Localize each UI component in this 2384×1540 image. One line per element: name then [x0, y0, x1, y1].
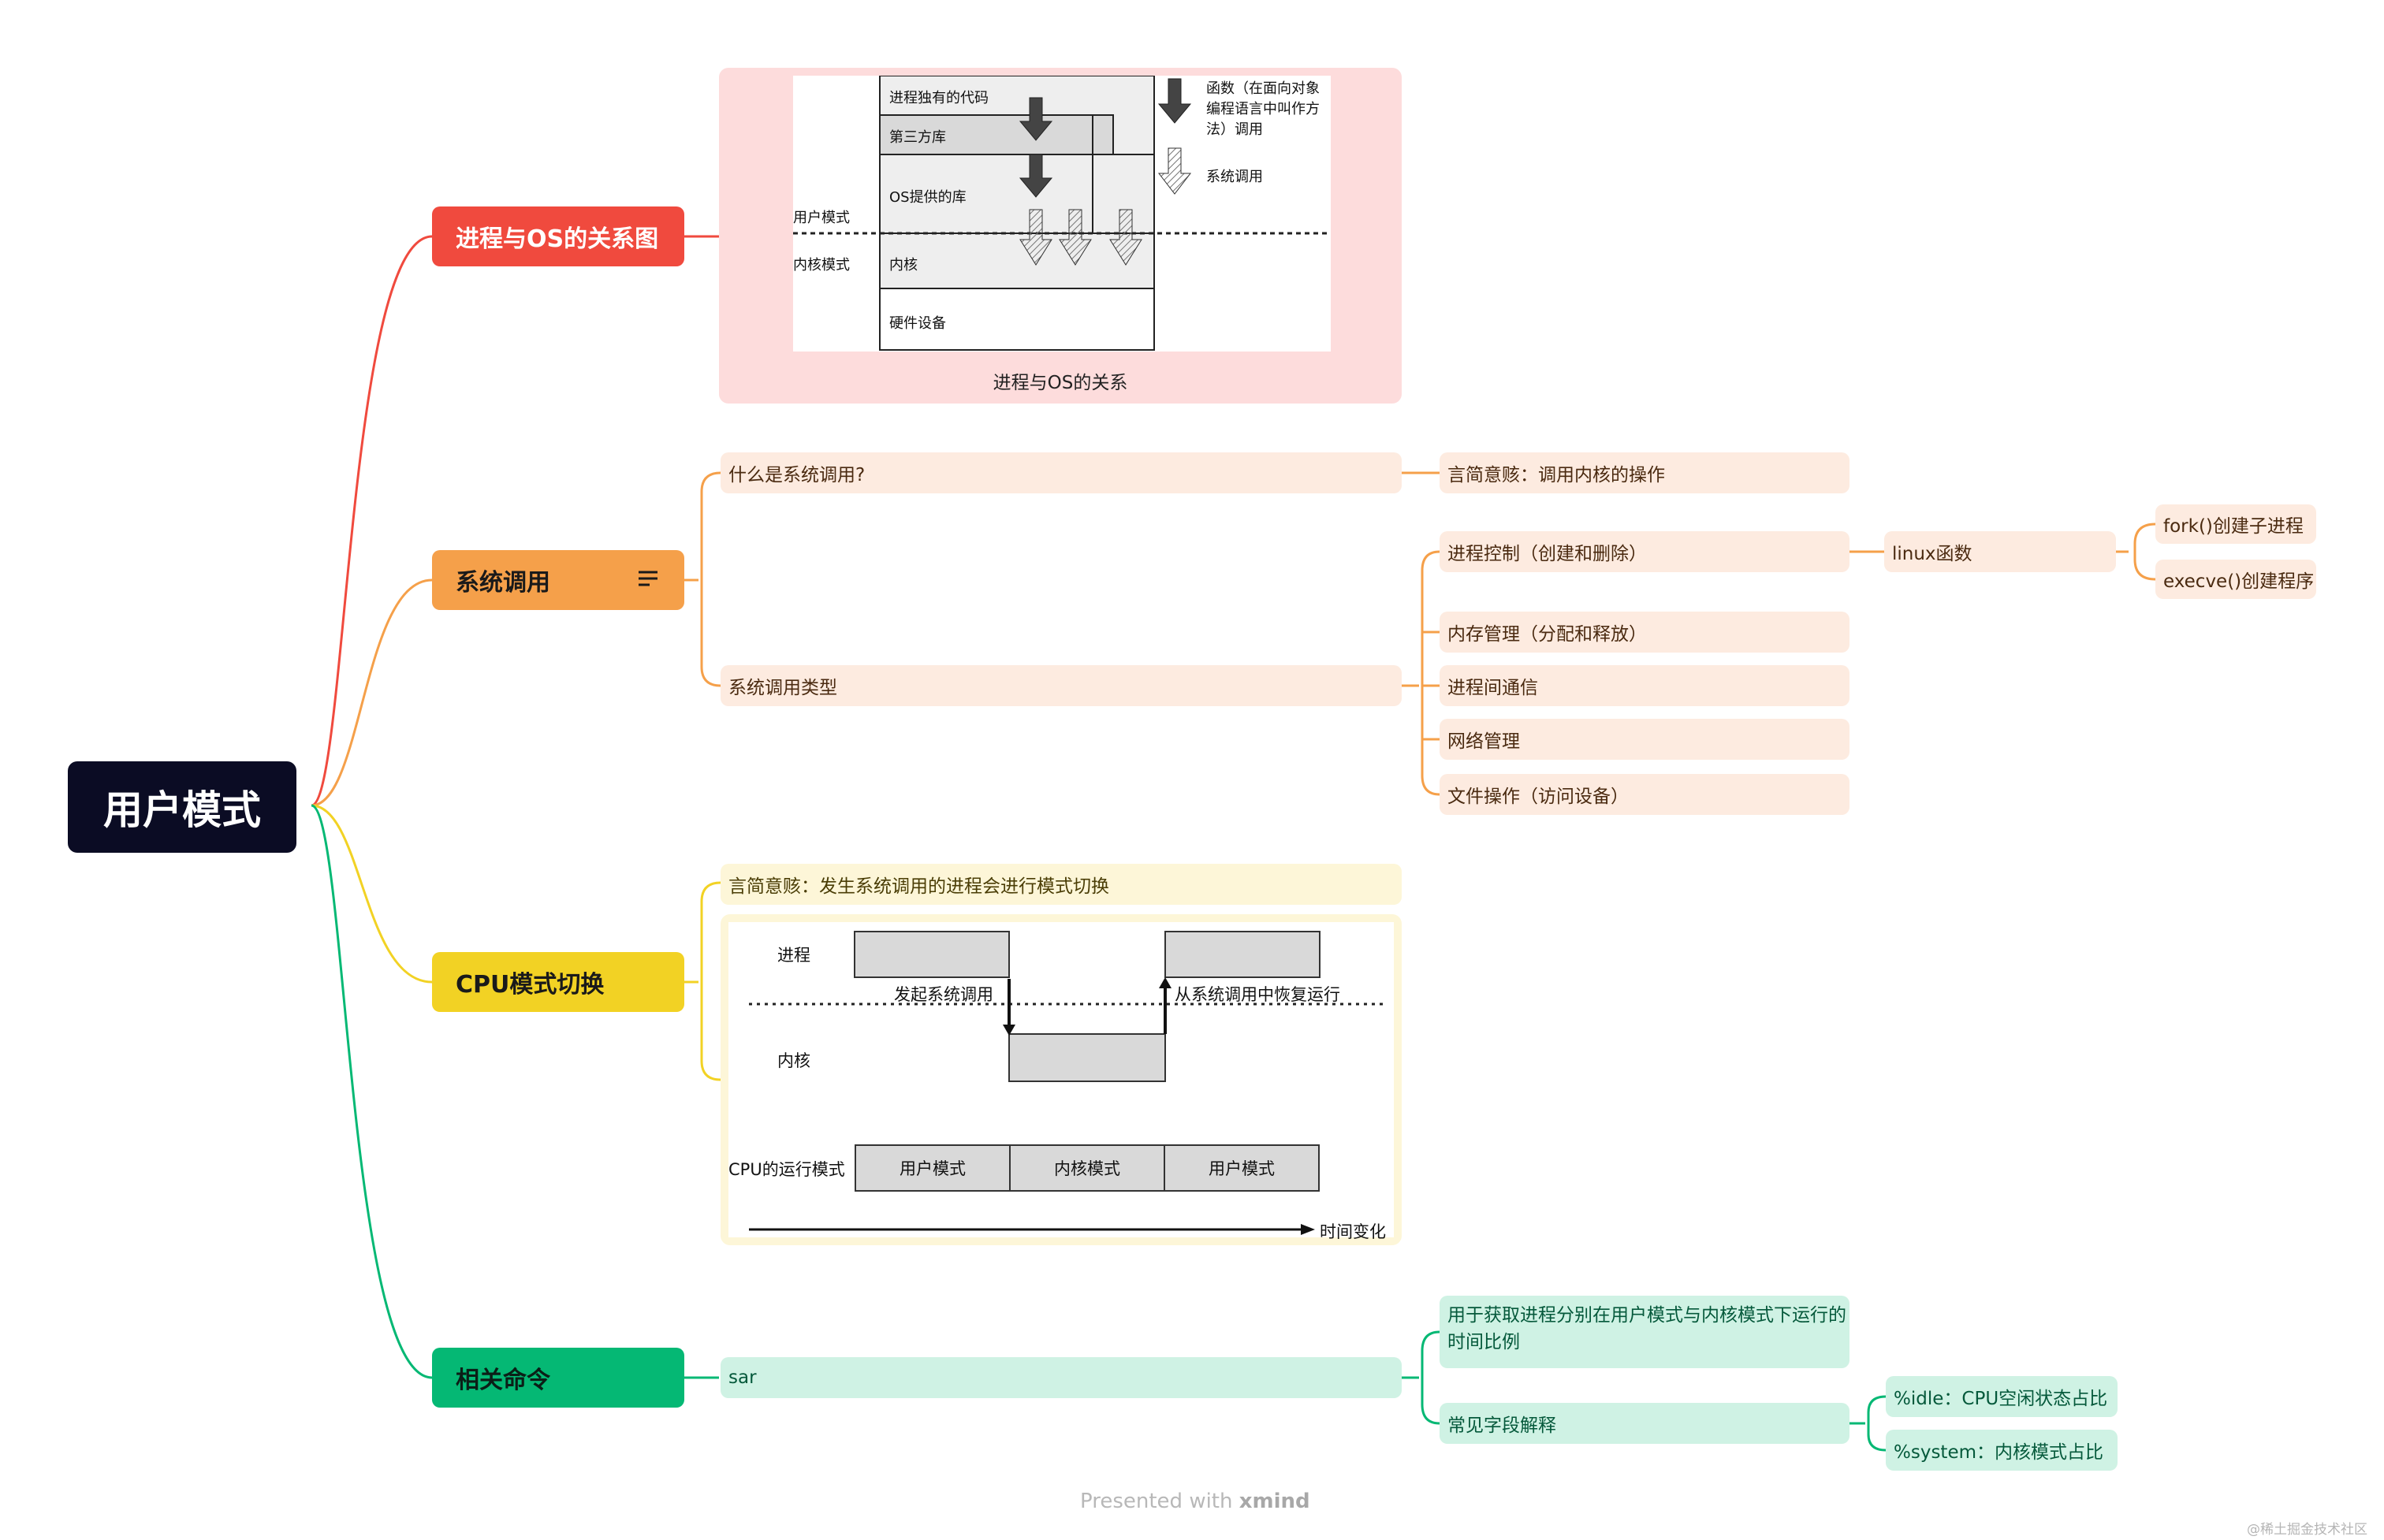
layer-os-lib: OS提供的库 — [889, 189, 967, 206]
label-user-mode: 用户模式 — [793, 210, 850, 226]
presented-text: Presented with — [1080, 1490, 1233, 1513]
legend-call-1: 函数（在面向对象 — [1206, 80, 1320, 97]
branch-syscall-label: 系统调用 — [456, 569, 550, 597]
label-process: 进程 — [777, 946, 810, 965]
legend-call-3: 法）调用 — [1206, 121, 1263, 138]
root-node[interactable]: 用户模式 — [68, 761, 296, 853]
label-time: 时间变化 — [1320, 1222, 1386, 1241]
node-execve[interactable]: execve()创建程序 — [2155, 560, 2316, 599]
node-linux-functions[interactable]: linux函数 — [1884, 531, 2116, 572]
node-type-process-control[interactable]: 进程控制（创建和删除） — [1440, 531, 1849, 572]
node-syscall-types[interactable]: 系统调用类型 — [721, 665, 1402, 706]
os-figure-frame[interactable]: 进程独有的代码 第三方库 OS提供的库 内核 硬件设备 用户模式 内核模式 函数… — [719, 68, 1402, 404]
node-type-network[interactable]: 网络管理 — [1440, 719, 1849, 760]
mode-cell-user-2: 用户模式 — [1164, 1144, 1320, 1192]
cpu-figure-graphics — [749, 931, 1388, 1235]
node-what-is-syscall[interactable]: 什么是系统调用? — [721, 452, 1402, 493]
os-figure: 进程独有的代码 第三方库 OS提供的库 内核 硬件设备 用户模式 内核模式 函数… — [793, 76, 1331, 352]
legend-syscall: 系统调用 — [1206, 169, 1263, 185]
node-syscall-answer[interactable]: 言简意赅：调用内核的操作 — [1440, 452, 1849, 493]
branch-cpu-label: CPU模式切换 — [456, 971, 605, 999]
label-cpu-mode: CPU的运行模式 — [728, 1160, 845, 1179]
branch-cpu-node[interactable]: CPU模式切换 — [432, 952, 684, 1012]
cpu-figure: 进程 内核 发起系统调用 从系统调用中恢复运行 CPU的运行模式 用户模式 内核… — [728, 922, 1394, 1241]
branch-cmd-node[interactable]: 相关命令 — [432, 1348, 684, 1408]
node-common-fields[interactable]: 常见字段解释 — [1440, 1403, 1849, 1444]
node-field-idle[interactable]: %idle：CPU空闲状态占比 — [1886, 1376, 2118, 1417]
root-label: 用户模式 — [103, 787, 261, 833]
xmind-brand: xmind — [1239, 1490, 1310, 1513]
watermark: @稀土掘金技术社区 — [2247, 1522, 2367, 1538]
mode-cell-user-1: 用户模式 — [855, 1144, 1011, 1192]
layer-third-party: 第三方库 — [889, 129, 946, 146]
layer-own-code: 进程独有的代码 — [889, 90, 989, 106]
legend-call-2: 编程语言中叫作方 — [1206, 101, 1320, 117]
node-fork[interactable]: fork()创建子进程 — [2155, 504, 2316, 544]
node-type-ipc[interactable]: 进程间通信 — [1440, 665, 1849, 706]
node-field-system[interactable]: %system：内核模式占比 — [1886, 1430, 2118, 1471]
label-issue-syscall: 发起系统调用 — [894, 985, 993, 1004]
notes-icon[interactable] — [637, 567, 659, 596]
branch-syscall-node[interactable]: 系统调用 — [432, 550, 684, 610]
os-figure-caption: 进程与OS的关系 — [993, 373, 1128, 393]
label-kernel-mode: 内核模式 — [793, 257, 850, 273]
node-sar[interactable]: sar — [721, 1357, 1402, 1398]
cpu-figure-frame[interactable]: 进程 内核 发起系统调用 从系统调用中恢复运行 CPU的运行模式 用户模式 内核… — [721, 914, 1402, 1245]
branch-os-node[interactable]: 进程与OS的关系图 — [432, 206, 684, 266]
label-resume: 从系统调用中恢复运行 — [1175, 985, 1340, 1004]
layer-kernel: 内核 — [889, 257, 918, 273]
branch-os-label: 进程与OS的关系图 — [456, 225, 659, 253]
presented-with: Presented with xmind — [1080, 1490, 1310, 1513]
node-type-memory[interactable]: 内存管理（分配和释放） — [1440, 612, 1849, 653]
os-figure-graphics — [793, 76, 1331, 351]
node-cpu-summary[interactable]: 言简意赅：发生系统调用的进程会进行模式切换 — [721, 864, 1402, 905]
branch-cmd-label: 相关命令 — [456, 1367, 550, 1394]
node-type-file[interactable]: 文件操作（访问设备） — [1440, 774, 1849, 815]
layer-hardware: 硬件设备 — [889, 315, 946, 332]
mode-cell-kernel: 内核模式 — [1009, 1144, 1165, 1192]
label-kernel: 内核 — [777, 1051, 810, 1070]
node-sar-description[interactable]: 用于获取进程分别在用户模式与内核模式下运行的时间比例 — [1440, 1296, 1849, 1368]
